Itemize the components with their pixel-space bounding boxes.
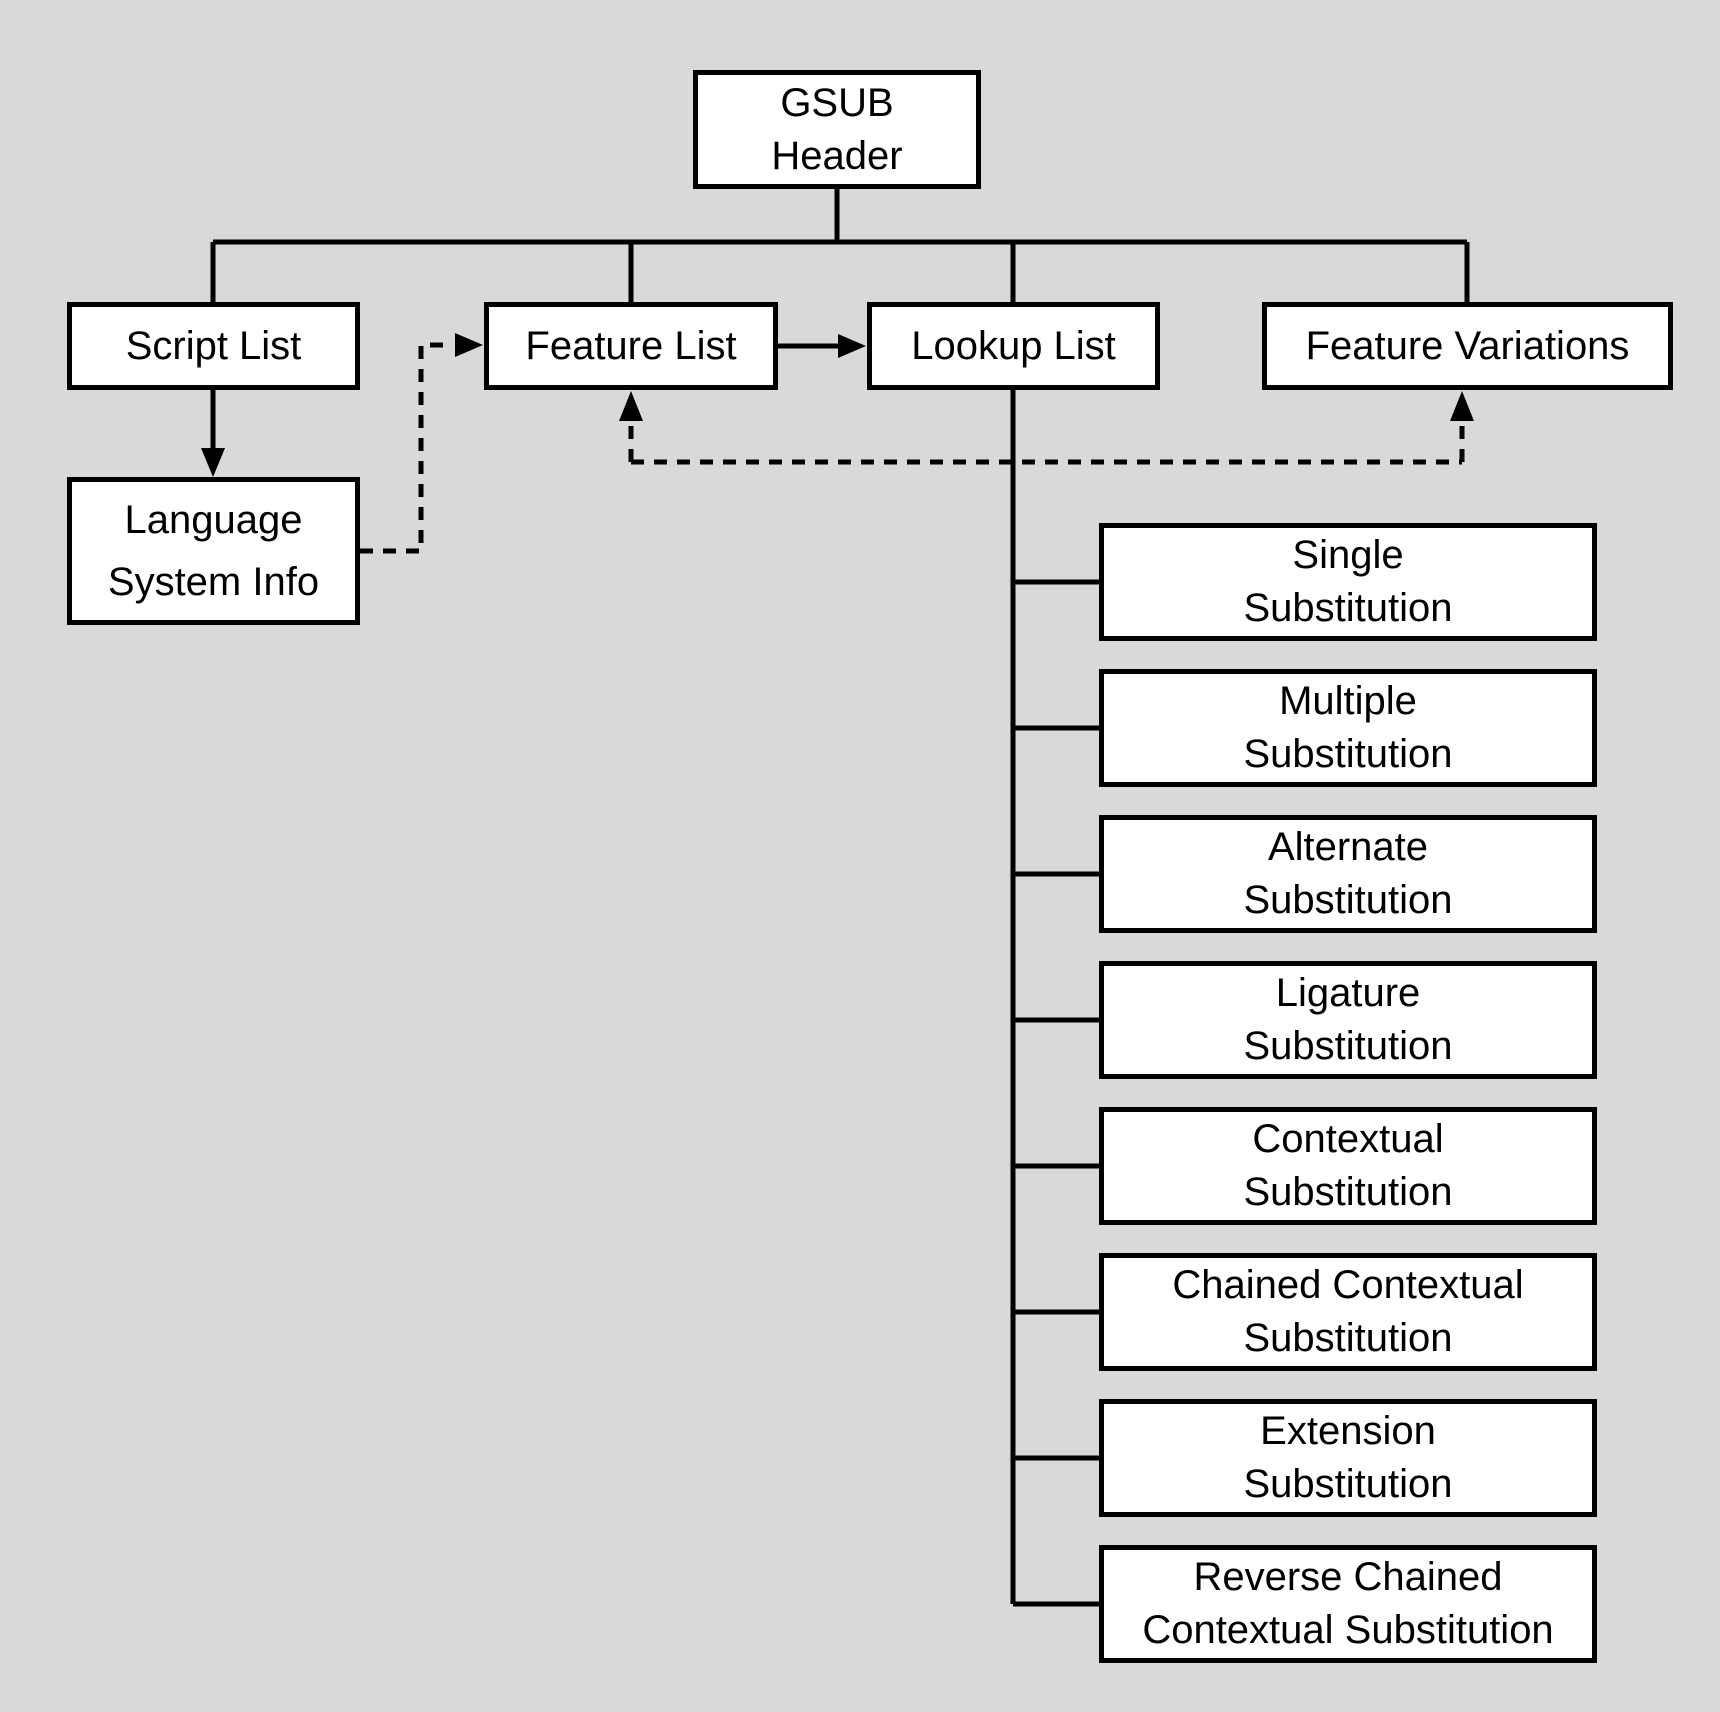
node-label: Alternate <box>1267 825 1429 869</box>
node-multiple-substitution: Multiple Substitution <box>1099 669 1597 787</box>
node-label: Contextual Substitution <box>1142 1608 1554 1652</box>
node-alternate-substitution: Alternate Substitution <box>1099 815 1597 933</box>
node-single-substitution: Single Substitution <box>1099 523 1597 641</box>
node-language-system-info: Language System Info <box>67 477 360 625</box>
node-feature-variations: Feature Variations <box>1262 302 1673 390</box>
node-label: Chained Contextual <box>1172 1263 1524 1307</box>
arrow-right-into-lookup-list <box>838 334 866 358</box>
node-label: Language <box>124 498 303 542</box>
node-chained-contextual-substitution: Chained Contextual Substitution <box>1099 1253 1597 1371</box>
node-label: Substitution <box>1243 1462 1453 1506</box>
node-label: Feature Variations <box>1305 324 1630 368</box>
node-label: Substitution <box>1243 878 1453 922</box>
node-label: Feature List <box>525 324 737 368</box>
node-label: Extension <box>1260 1409 1436 1453</box>
arrow-up-into-feature-variations <box>1450 391 1474 421</box>
node-feature-list: Feature List <box>484 302 778 390</box>
node-label: Single <box>1292 533 1404 577</box>
dashed-connectors <box>360 342 1465 554</box>
node-label: Ligature <box>1275 971 1421 1015</box>
node-label: Substitution <box>1243 1170 1453 1214</box>
node-lookup-list: Lookup List <box>867 302 1160 390</box>
node-label: Multiple <box>1279 679 1417 723</box>
node-label: Lookup List <box>911 324 1116 368</box>
node-label: Header <box>771 133 903 178</box>
solid-connectors <box>210 189 1470 1607</box>
node-contextual-substitution: Contextual Substitution <box>1099 1107 1597 1225</box>
node-label: Substitution <box>1243 732 1453 776</box>
node-label: Contextual <box>1252 1117 1444 1161</box>
node-extension-substitution: Extension Substitution <box>1099 1399 1597 1517</box>
node-label: Substitution <box>1243 1024 1453 1068</box>
node-reverse-chained-contextual-substitution: Reverse Chained Contextual Substitution <box>1099 1545 1597 1663</box>
node-script-list: Script List <box>67 302 360 390</box>
node-label: Substitution <box>1243 1316 1453 1360</box>
arrowheads <box>201 333 1474 477</box>
arrow-up-into-feature-list <box>619 391 643 421</box>
arrow-right-into-feature-list <box>455 333 483 357</box>
node-label: Reverse Chained <box>1193 1555 1503 1599</box>
node-label: GSUB <box>780 80 894 125</box>
node-ligature-substitution: Ligature Substitution <box>1099 961 1597 1079</box>
node-label: Substitution <box>1243 586 1453 630</box>
node-gsub-header: GSUB Header <box>693 70 981 189</box>
arrow-down-into-language-system-info <box>201 448 225 477</box>
node-label: System Info <box>107 560 320 604</box>
node-label: Script List <box>125 324 302 368</box>
